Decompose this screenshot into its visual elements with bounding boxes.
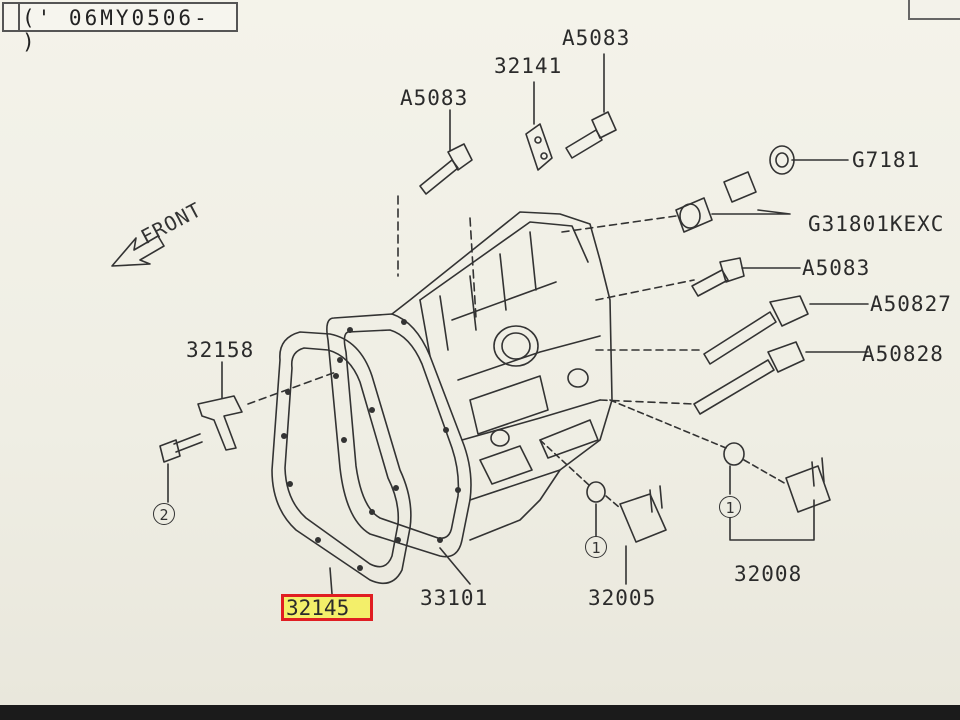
bolt-a5083-right	[691, 257, 745, 297]
callout-32008: 32008	[734, 562, 803, 586]
callout-32158: 32158	[186, 338, 255, 362]
callout-32145: 32145	[286, 596, 350, 620]
gasket-32145	[271, 331, 412, 585]
callout-g7181: G7181	[852, 148, 921, 172]
switch-32008	[609, 399, 831, 541]
seal-g7181	[769, 145, 795, 175]
switch-32005	[539, 439, 667, 543]
callout-a5083-right: A5083	[802, 256, 871, 280]
bolt-a5083-top	[565, 111, 617, 159]
bolt-a50827	[703, 295, 809, 365]
bolt-a5083-left	[397, 143, 473, 277]
corner-box	[908, 0, 960, 20]
highlighted-part-32145[interactable]: 32145	[281, 594, 373, 621]
bolt-marker-2	[159, 433, 203, 503]
model-range-label: (' 06MY0506- )	[22, 6, 210, 54]
front-arrow-icon	[111, 235, 165, 267]
callout-33101: 33101	[420, 586, 489, 610]
callout-32141: 32141	[494, 54, 563, 78]
callout-a50828: A50828	[862, 342, 944, 366]
bolt-a50828	[693, 341, 805, 415]
callout-a50827: A50827	[870, 292, 952, 316]
seal-32141	[469, 123, 553, 319]
marker-circle-1-32005: 1	[585, 536, 607, 558]
bracket-32158	[197, 361, 337, 451]
callout-32005: 32005	[588, 586, 657, 610]
callout-g31801: G31801KEXC	[808, 212, 945, 236]
bushing-g31801	[675, 171, 757, 233]
marker-circle-1-32008: 1	[719, 496, 741, 518]
marker-circle-2: 2	[153, 503, 175, 525]
monitor-bezel	[0, 705, 960, 720]
header-divider	[18, 4, 20, 30]
callout-a5083-top-left: A5083	[400, 86, 469, 110]
parts-diagram	[111, 53, 869, 595]
model-range-box: (' 06MY0506- )	[2, 2, 238, 54]
callout-a5083-top-right: A5083	[562, 26, 631, 50]
transmission-case-33101	[326, 211, 613, 558]
